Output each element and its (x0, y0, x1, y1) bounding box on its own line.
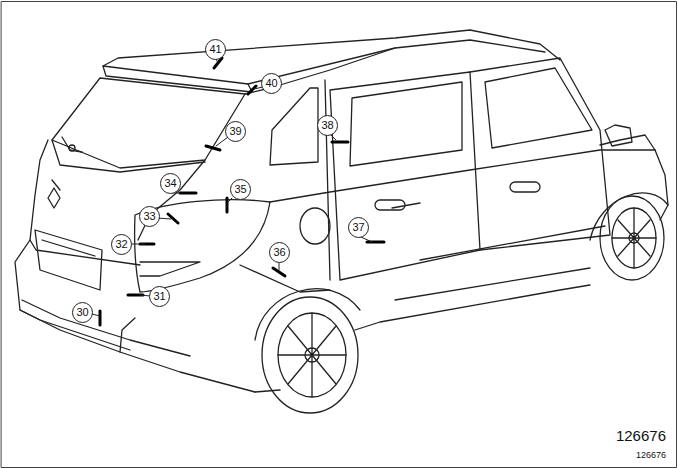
callout-circle: 41 (205, 39, 226, 60)
callout-circle: 34 (160, 173, 181, 194)
callout-number: 40 (265, 78, 277, 89)
callout-circle: 37 (348, 217, 369, 238)
callout-circle: 38 (317, 115, 338, 136)
callout-number: 31 (153, 291, 165, 302)
callout-circle: 30 (72, 302, 93, 323)
figure-number: 126676 (636, 451, 666, 460)
callout-number: 34 (164, 178, 176, 189)
figure-number: 126676 (616, 428, 666, 443)
callout-number: 30 (76, 307, 88, 318)
callout-circle: 39 (225, 121, 246, 142)
callout-number: 36 (273, 247, 285, 258)
callout-number: 41 (209, 44, 221, 55)
callout-number: 39 (229, 126, 241, 137)
callout-circle: 31 (149, 286, 170, 307)
callout-number: 38 (321, 120, 333, 131)
callout-number: 35 (234, 184, 246, 195)
callout-circle: 32 (111, 234, 132, 255)
callout-number: 33 (143, 211, 155, 222)
callout-circle: 35 (230, 179, 251, 200)
callout-circle: 40 (261, 73, 282, 94)
callout-circle: 36 (269, 242, 290, 263)
callout-number: 37 (352, 222, 364, 233)
callout-number: 32 (115, 239, 127, 250)
callout-circle: 33 (139, 206, 160, 227)
